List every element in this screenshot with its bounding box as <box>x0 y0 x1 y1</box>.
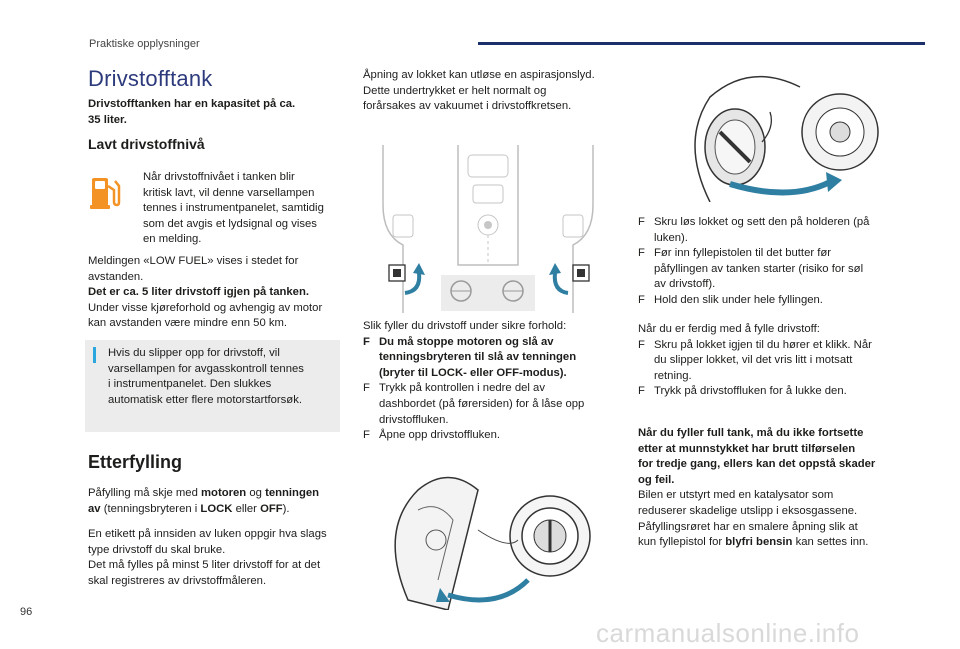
step-insert-nozzle: F Før inn fyllepistolen til det butter f… <box>638 247 864 291</box>
step-press-control: F Trykk på kontrollen i nedre del av das… <box>363 382 585 426</box>
refuel-label-text: En etikett på innsiden av luken oppgir h… <box>88 528 327 587</box>
after-refuel-steps: Når du er ferdig med å fylle drivstoff: … <box>638 322 908 400</box>
info-box <box>85 340 340 432</box>
page-title: Drivstofftank <box>88 66 213 91</box>
fuel-cap-illustration <box>694 75 879 202</box>
info-icon <box>93 347 96 363</box>
low-fuel-message: Meldingen «LOW FUEL» vises i stedet for … <box>88 255 323 330</box>
section-header: Praktiske opplysninger <box>89 38 200 50</box>
full-tank-warning: Når du fyller full tank, må du ikke fort… <box>638 427 876 549</box>
step-open-flap: F Åpne opp drivstoffluken. <box>363 429 501 442</box>
capacity-text: Drivstofftanken har en kapasitet på ca. … <box>88 98 296 126</box>
aspiration-note: Åpning av lokket kan utløse en aspirasjo… <box>363 69 595 113</box>
low-fuel-heading: Lavt drivstoffnivå <box>88 136 205 152</box>
fuel-flap-illustration <box>394 476 591 610</box>
header-rule <box>478 42 925 45</box>
refuel-condition: Påfylling må skje med motoren og tenning… <box>88 487 320 515</box>
step-hold-nozzle: F Hold den slik under hele fyllingen. <box>638 293 823 306</box>
safe-refuel-steps: Slik fyller du drivstoff under sikre for… <box>363 319 613 444</box>
step-stop-engine: F Du må stoppe motoren og slå av tenning… <box>363 335 577 379</box>
fuel-pump-icon <box>90 178 121 209</box>
step-unscrew-cap: F Skru løs lokket og sett den på holdere… <box>638 216 870 244</box>
refuel-heading: Etterfylling <box>88 452 183 472</box>
dashboard-illustration <box>363 145 613 313</box>
step-close-cap: F Skru på lokket igjen til du hører et k… <box>638 338 872 382</box>
step-close-flap: F Trykk på drivstoffluken for å lukke de… <box>638 385 847 398</box>
refuel-steps: F Skru løs lokket og sett den på holdere… <box>638 215 908 309</box>
watermark: carmanualsonline.info <box>596 618 860 648</box>
page-number: 96 <box>20 606 33 618</box>
low-fuel-description: Når drivstoffnivået i tanken blir kritis… <box>143 171 324 246</box>
info-box-text: Hvis du slipper opp for drivstoff, vil v… <box>108 347 304 406</box>
